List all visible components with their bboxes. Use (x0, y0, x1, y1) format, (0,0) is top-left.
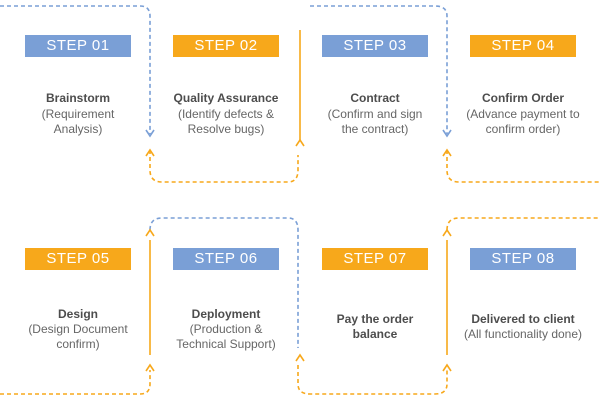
step-02-desc-line2: Resolve bugs) (187, 122, 265, 136)
arrow-up-7 (145, 363, 155, 372)
step-03-badge: STEP 03 (322, 35, 428, 57)
arrow-up-6 (442, 228, 452, 237)
arrow-up-3 (442, 148, 452, 157)
connector-top-4 (446, 150, 600, 183)
connector-bottom-3 (0, 370, 151, 395)
step-05-badge: STEP 05 (25, 248, 131, 270)
step-07-badge: STEP 07 (322, 248, 428, 270)
connector-bottom-2 (446, 217, 600, 231)
step-04-desc-line2: confirm order) (485, 122, 561, 136)
step-05-title: Design (57, 307, 98, 321)
arrow-up-5 (295, 353, 305, 362)
arrow-down-2 (442, 129, 452, 138)
arrow-up-4 (145, 228, 155, 237)
step-08-title: Delivered to client (471, 312, 575, 326)
step-05-desc-line1: (Design Document (28, 322, 128, 336)
arrow-up-8 (442, 363, 452, 372)
step-03-desc-line1: (Confirm and sign (327, 107, 423, 121)
step-02-badge: STEP 02 (173, 35, 279, 57)
step-06-title: Deployment (191, 307, 261, 321)
step-01-title: Brainstorm (45, 91, 110, 105)
step-01-desc-line2: Analysis) (53, 122, 103, 136)
step-01-badge: STEP 01 (25, 35, 131, 57)
step-06-badge: STEP 06 (173, 248, 279, 270)
step-02-desc-line1: (Identify defects & (177, 107, 275, 121)
step-05-desc-line2: confirm) (56, 337, 100, 351)
step-01-desc-line1: (Requirement (41, 107, 115, 121)
step-03-title: Contract (350, 91, 400, 105)
step-06-desc-line2: Technical Support) (176, 337, 276, 351)
step-07-title-line1: Pay the order (336, 312, 414, 326)
step-04-desc-line1: (Advance payment to (466, 107, 580, 121)
step-06-desc-line1: (Production & (189, 322, 263, 336)
arrow-up-1 (145, 148, 155, 157)
step-08-desc-line1: (All functionality done) (463, 327, 583, 341)
connector-bottom-4 (297, 365, 448, 395)
step-03-desc-line2: the contract) (341, 122, 409, 136)
step-08-badge: STEP 08 (470, 248, 576, 270)
step-04-badge: STEP 04 (470, 35, 576, 57)
connector-top-1 (0, 5, 151, 134)
step-04-title: Confirm Order (481, 91, 564, 105)
arrow-up-2 (295, 138, 305, 147)
step-02-title: Quality Assurance (173, 91, 279, 105)
connector-top-2 (310, 5, 448, 134)
arrow-down-1 (145, 129, 155, 138)
step-07-title-line2: balance (352, 327, 398, 341)
connector-top-3 (149, 150, 299, 183)
